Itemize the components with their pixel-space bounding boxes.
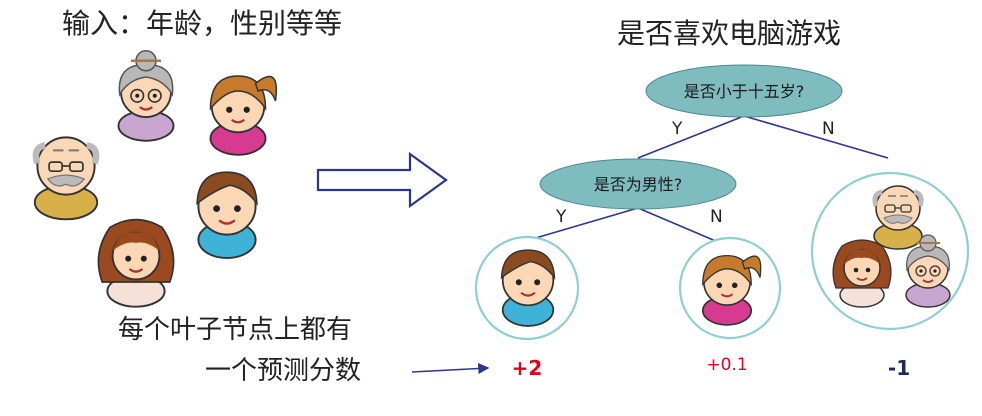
grandpa-icon — [35, 137, 97, 219]
child-question: 是否为男性? — [594, 175, 683, 194]
leaf-note-line1: 每个叶子节点上都有 — [118, 315, 353, 345]
leaf-boy-icon — [500, 249, 556, 328]
leaf-score: +0.1 — [706, 355, 747, 375]
root-decision-node — [645, 64, 843, 118]
leaf-grandpa-icon — [874, 186, 922, 249]
girl-icon — [209, 74, 278, 156]
child-yes-label: Y — [555, 207, 567, 227]
tree-edges — [521, 115, 889, 243]
leaf-note-line2: 一个预测分数 — [205, 356, 362, 386]
child-decision-node — [539, 158, 737, 210]
tree-title: 是否喜欢电脑游戏 — [617, 17, 842, 50]
root-question: 是否小于十五岁? — [684, 82, 805, 101]
boy-icon — [195, 171, 259, 260]
root-no-label: N — [822, 119, 835, 139]
grandma-icon — [117, 49, 175, 142]
pointer-arrow-icon — [411, 362, 490, 375]
leaf-mom-icon — [832, 239, 892, 308]
root-yes-label: Y — [671, 119, 683, 139]
leaf-score: -1 — [888, 356, 910, 380]
leaf-score: +2 — [512, 356, 543, 380]
mom-icon — [97, 218, 175, 308]
input-title: 输入：年龄，性别等等 — [62, 7, 343, 40]
child-no-label: N — [710, 207, 723, 227]
flow-arrow-icon — [316, 151, 448, 209]
